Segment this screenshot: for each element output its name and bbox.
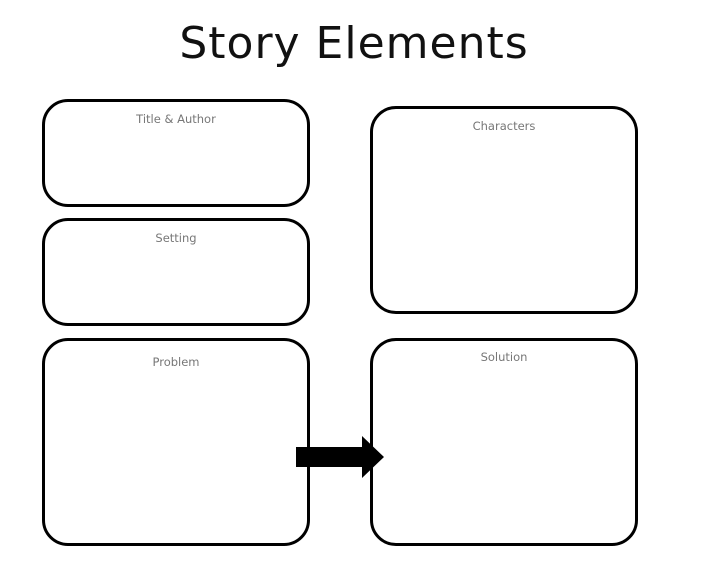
title-author-label: Title & Author <box>136 112 216 126</box>
problem-box[interactable]: Problem <box>42 338 310 546</box>
solution-box[interactable]: Solution <box>370 338 638 546</box>
problem-label: Problem <box>152 355 200 369</box>
setting-label: Setting <box>155 231 197 245</box>
characters-box[interactable]: Characters <box>370 106 638 314</box>
setting-box[interactable]: Setting <box>42 218 310 326</box>
page-title: Story Elements <box>179 18 529 69</box>
characters-label: Characters <box>472 119 536 133</box>
solution-label: Solution <box>480 350 528 364</box>
right-arrow-icon <box>296 436 384 478</box>
title-author-box[interactable]: Title & Author <box>42 99 310 207</box>
